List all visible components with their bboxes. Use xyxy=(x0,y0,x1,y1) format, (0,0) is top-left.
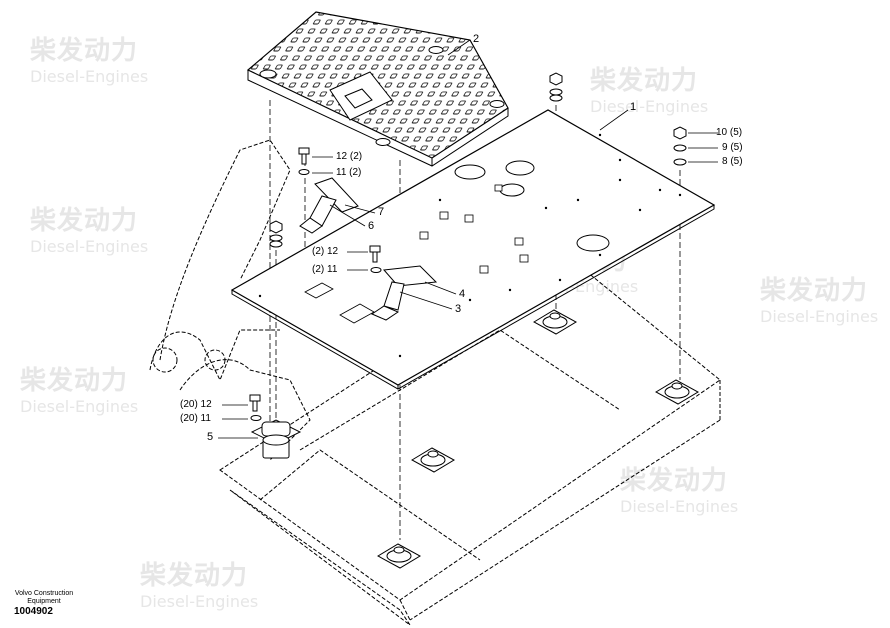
callout-11-lower: (20) 11 xyxy=(180,413,211,424)
callout-11-upper: 11 (2) xyxy=(336,167,362,178)
callout-3: 3 xyxy=(455,303,462,315)
callout-4: 4 xyxy=(459,288,466,300)
callout-7: 7 xyxy=(378,206,385,218)
bracket-lower xyxy=(370,265,438,321)
callout-2: 2 xyxy=(473,33,480,45)
callout-11-mid: (2) 11 xyxy=(312,264,338,275)
main-floor-plate xyxy=(230,109,716,390)
hardware-stack-right xyxy=(673,126,687,166)
callout-5: 5 xyxy=(207,431,214,443)
mount-b xyxy=(654,379,700,405)
callout-12-lower: (20) 12 xyxy=(180,399,212,410)
bracket-upper xyxy=(299,177,359,234)
company-name: Volvo Construction Equipment xyxy=(14,590,74,605)
callout-12-upper: 12 (2) xyxy=(336,151,363,162)
lower-frame xyxy=(219,249,721,626)
perforated-cover xyxy=(246,11,509,167)
callout-1: 1 xyxy=(630,101,637,113)
callout-8: 8 (5) xyxy=(722,156,743,167)
mount-d xyxy=(376,543,422,569)
bolt-12-upper xyxy=(298,147,310,175)
callout-9: 9 (5) xyxy=(722,142,743,153)
mount-c xyxy=(410,447,456,473)
callout-6: 6 xyxy=(368,220,375,232)
callout-10: 10 (5) xyxy=(716,127,743,138)
left-frame xyxy=(149,139,311,461)
hardware-stack-left xyxy=(269,220,283,248)
bolt-12-mid xyxy=(369,245,382,273)
hardware-stack-top xyxy=(549,72,563,102)
callout-12-mid: (2) 12 xyxy=(312,246,339,257)
mount-5 xyxy=(250,419,302,459)
mount-a xyxy=(532,309,578,335)
leader-lines xyxy=(218,39,718,439)
drawing-number: 1004902 xyxy=(14,606,53,617)
bolt-12-lower xyxy=(249,394,262,421)
